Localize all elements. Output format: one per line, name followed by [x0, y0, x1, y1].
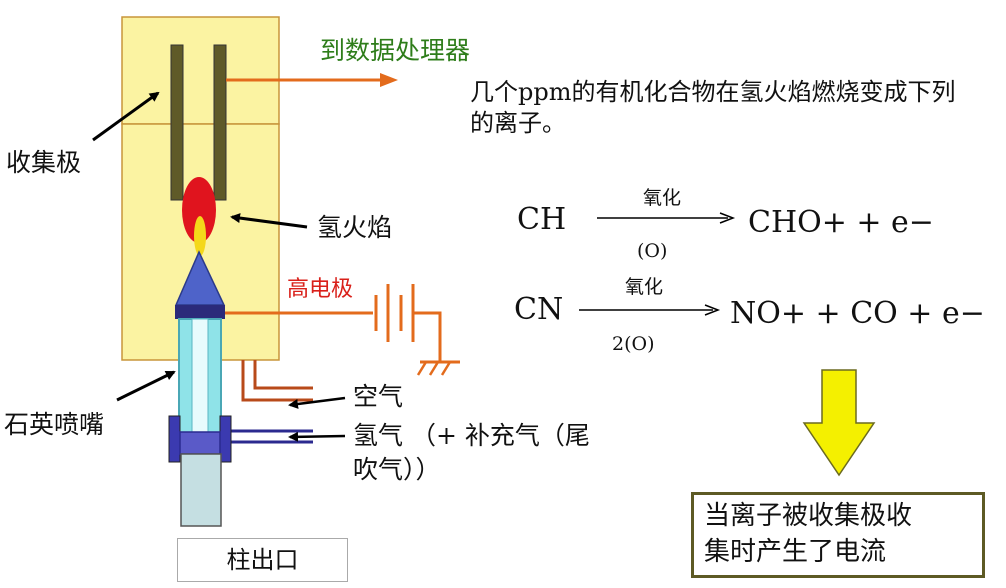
result-arrow [802, 369, 876, 477]
air-label: 空气 [353, 382, 404, 411]
collector-label: 收集极 [6, 148, 82, 177]
air-line-2 [253, 360, 313, 390]
reaction-1-condition-above: 氧化 [643, 187, 682, 209]
ground-hatch-2 [428, 361, 440, 376]
reaction-1-products: CHO+ + e− [748, 205, 934, 240]
processor-arrowhead [380, 73, 398, 87]
reaction-arrow-1-head [719, 212, 736, 224]
description-line-2: 的离子。 [470, 109, 566, 138]
hydrogen-pointer [288, 431, 346, 442]
description: 几个ppm的有机化合物在氢火焰燃烧变成下列 的离子。 [470, 77, 1006, 139]
nozzle-pointer [116, 370, 176, 402]
high-electrode-label: 高电极 [287, 277, 354, 302]
reaction-1-reactant: CH [517, 202, 567, 237]
flame-label: 氢火焰 [317, 213, 393, 242]
flame-pointer [230, 213, 308, 229]
ground-hatch-3 [440, 361, 452, 376]
reaction-2-condition-above: 氧化 [625, 276, 664, 298]
reaction-2-reactant: CN [514, 292, 564, 327]
hydrogen-flame-inner [194, 216, 206, 256]
reaction-2-condition-below: 2(O) [612, 333, 655, 355]
ground-wire [413, 311, 442, 362]
column-outlet-label: 柱出口 [177, 538, 348, 582]
collector-plate-right [213, 44, 227, 201]
reaction-1-condition-below: (O) [637, 240, 668, 262]
air-pointer [288, 396, 346, 409]
hydrogen-label-line1: 氢气 （+ 补充气（尾 [353, 421, 590, 450]
hydrogen-label-line2: 吹气）） [353, 455, 441, 484]
description-line-1: 几个ppm的有机化合物在氢火焰燃烧变成下列 [470, 78, 956, 106]
quartz-tube-inner [191, 318, 209, 435]
to-processor-label: 到数据处理器 [320, 36, 471, 65]
result-line-1: 当离子被收集极收 [704, 501, 913, 531]
clamp-body [179, 431, 221, 455]
result-line-2: 集时产生了电流 [704, 536, 887, 567]
collector-pointer [92, 91, 160, 142]
nozzle-collar [175, 305, 225, 319]
nozzle-label: 石英喷嘴 [4, 410, 105, 439]
hydrogen-flame-outer [182, 177, 216, 243]
detector-housing-upper [121, 16, 280, 125]
ground-hatch-1 [416, 361, 428, 376]
clamp-left [168, 415, 181, 463]
reaction-2-products: NO+ + CO + e− [730, 296, 985, 331]
result-box: 当离子被收集极收 集时产生了电流 [691, 492, 985, 578]
collector-plate-left [170, 44, 184, 201]
reaction-arrow-2-head [704, 304, 721, 316]
column-tube [180, 453, 222, 527]
